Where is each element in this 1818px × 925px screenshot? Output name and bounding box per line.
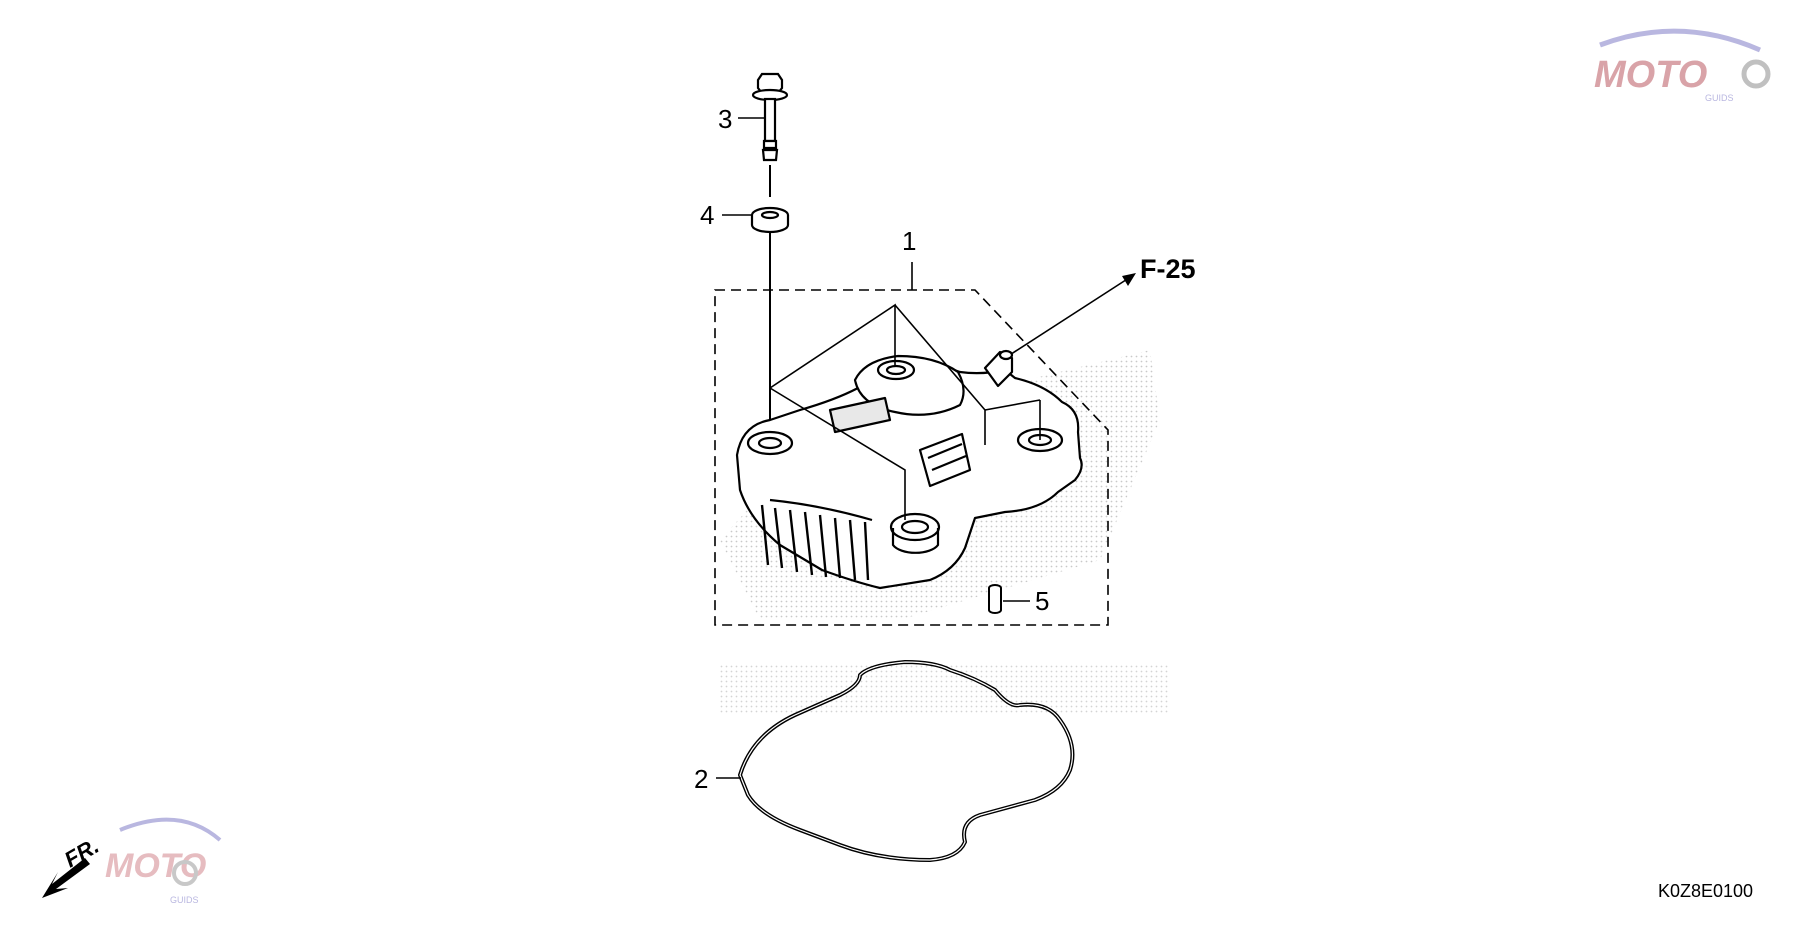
callout-3: 3 <box>718 104 732 134</box>
callout-1: 1 <box>902 226 916 256</box>
svg-text:MOTO: MOTO <box>105 847 206 885</box>
diagram-code: K0Z8E0100 <box>1658 881 1753 901</box>
washer-part-4 <box>750 206 790 234</box>
assembly-boundary <box>714 289 1109 626</box>
svg-text:GUIDS: GUIDS <box>1705 93 1734 103</box>
arrow-down-left-icon <box>42 858 90 898</box>
bolt-part-3 <box>751 72 789 162</box>
gasket-part-2 <box>738 660 1075 862</box>
svg-text:GUIDS: GUIDS <box>170 895 199 905</box>
callout-5: 5 <box>1035 586 1049 616</box>
cylinder-head-cover-part-1 <box>735 349 1083 590</box>
assembly-guides <box>769 303 1041 520</box>
moto-guids-logo: MOTO GUIDS <box>1594 28 1771 103</box>
callout-2: 2 <box>694 764 708 794</box>
front-marker: MOTO GUIDS FR. <box>42 817 222 905</box>
callout-4: 4 <box>700 200 714 230</box>
dowel-pin-part-5 <box>988 584 1002 614</box>
reference-label: F-25 <box>1140 254 1196 284</box>
svg-text:MOTO: MOTO <box>1594 54 1707 96</box>
reference-leader <box>1004 275 1133 359</box>
front-label: FR. <box>60 833 103 872</box>
reference-arrowhead <box>1122 273 1136 286</box>
